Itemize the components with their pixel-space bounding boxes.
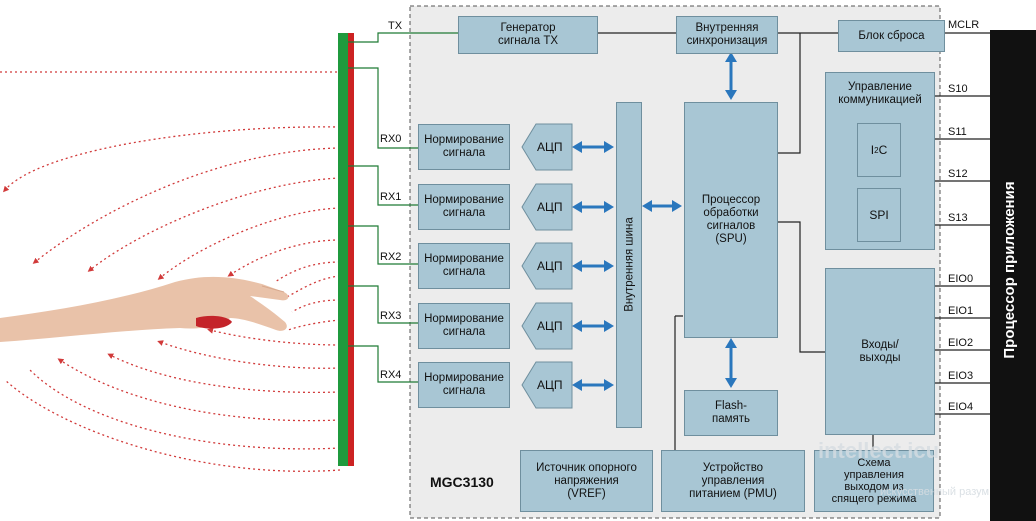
- sync-block: Внутренняя синхронизация: [676, 16, 778, 54]
- adc-shapes: [521, 123, 573, 409]
- i2c-label-tail: C: [878, 142, 888, 157]
- pmu-block: Устройство управления питанием (PMU): [661, 450, 805, 512]
- pin-mclr: MCLR: [948, 19, 980, 31]
- arrow-sync-spu: [725, 52, 737, 100]
- pin-eio4: EIO4: [948, 401, 974, 413]
- arrow-bus-spu: [642, 200, 682, 212]
- internal-bus-label: Внутренняя шина: [623, 217, 636, 312]
- pin-eio3: EIO3: [948, 370, 974, 382]
- wake-control-block: Схема управления выходом из спящего режи…: [814, 450, 934, 512]
- pin-s11: S11: [948, 126, 967, 138]
- arrow-adc-bus-3: [572, 320, 614, 332]
- adc-label-4: АЦП: [537, 378, 563, 392]
- vref-block: Источник опорного напряжения (VREF): [520, 450, 653, 512]
- field-lines: [0, 71, 341, 472]
- arrow-adc-bus-2: [572, 260, 614, 272]
- norm-block-4: Нормирование сигнала: [418, 362, 510, 408]
- electrode-green: [338, 33, 348, 466]
- pin-s13: S13: [948, 212, 968, 224]
- pin-eio0: EIO0: [948, 273, 974, 285]
- norm-block-0: Нормирование сигнала: [418, 124, 510, 170]
- app-processor-label: Процессор приложения: [1001, 181, 1018, 359]
- pin-rx4: RX4: [380, 369, 402, 381]
- arrow-adc-bus-1: [572, 201, 614, 213]
- data-arrows: [572, 52, 737, 391]
- internal-wiring: [598, 32, 990, 450]
- adc-label-0: АЦП: [537, 140, 563, 154]
- adc-label-1: АЦП: [537, 200, 563, 214]
- spi-block: SPI: [857, 188, 901, 242]
- arrow-adc-bus-0: [572, 141, 614, 153]
- app-processor-bar: [990, 30, 1036, 521]
- pin-rx1: RX1: [380, 191, 402, 203]
- io-block: Входы/ выходы: [825, 268, 935, 435]
- watermark-tagline: искусственный разум: [880, 486, 990, 498]
- flash-block: Flash- память: [684, 390, 778, 436]
- norm-block-1: Нормирование сигнала: [418, 184, 510, 230]
- pin-s10: S10: [948, 83, 968, 95]
- pin-tx: TX: [388, 20, 403, 32]
- arrow-adc-bus-4: [572, 379, 614, 391]
- adc-label-3: АЦП: [537, 319, 563, 333]
- arrow-spu-flash: [725, 338, 737, 388]
- pin-eio1: EIO1: [948, 305, 974, 317]
- electrode-red: [348, 33, 354, 466]
- electrode-wiring: [348, 32, 458, 383]
- watermark-site: intellect.icu: [818, 438, 940, 463]
- pin-eio2: EIO2: [948, 337, 974, 349]
- pin-rx0: RX0: [380, 133, 402, 145]
- norm-block-3: Нормирование сигнала: [418, 303, 510, 349]
- adc-label-2: АЦП: [537, 259, 563, 273]
- reset-block: Блок сброса: [838, 20, 945, 52]
- chip-name: MGC3130: [430, 474, 494, 490]
- spu-block: Процессор обработки сигналов (SPU): [684, 102, 778, 338]
- i2c-superscript: 2: [874, 145, 879, 155]
- internal-bus-block: Внутренняя шина: [616, 102, 642, 428]
- pin-rx2: RX2: [380, 251, 402, 263]
- pin-s12: S12: [948, 168, 968, 180]
- pin-rx3: RX3: [380, 310, 402, 322]
- norm-block-2: Нормирование сигнала: [418, 243, 510, 289]
- tx-generator-block: Генератор сигнала TX: [458, 16, 598, 54]
- hand-illustration: [0, 276, 289, 342]
- i2c-label: I: [870, 142, 875, 157]
